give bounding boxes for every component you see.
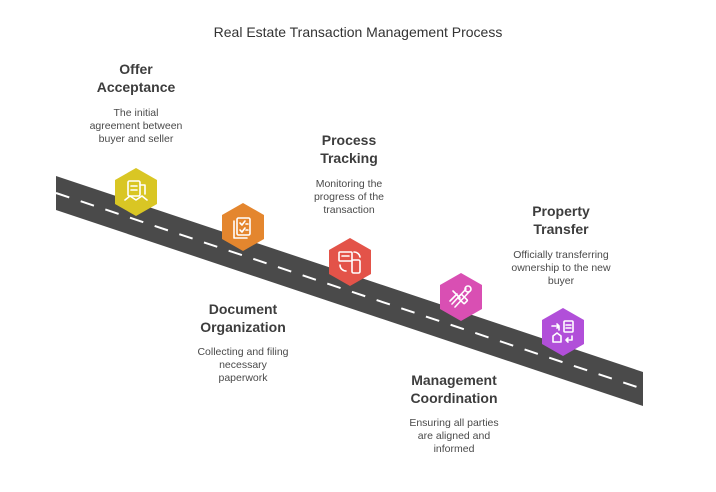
process-tracking-description: Monitoring the progress of the transacti… — [313, 178, 385, 216]
management-coordination-hexagon — [440, 273, 482, 321]
property-transfer-description: Officially transferring ownership to the… — [511, 249, 611, 287]
management-coordination-title: Management Coordination — [410, 372, 498, 406]
offer-acceptance-hexagon — [115, 168, 157, 216]
management-coordination-description: Ensuring all parties are aligned and inf… — [409, 417, 499, 455]
property-transfer-node[interactable] — [542, 308, 584, 356]
diagram-title: Real Estate Transaction Management Proce… — [213, 24, 503, 40]
tools-icon — [449, 285, 472, 308]
process-tracking-node[interactable] — [329, 238, 371, 286]
device-sync-icon — [338, 251, 361, 274]
process-tracking-title: Process Tracking — [320, 132, 378, 166]
document-organization-description: Collecting and filing necessary paperwor… — [197, 346, 289, 384]
road — [56, 176, 643, 406]
offer-acceptance-title: Offer Acceptance — [96, 61, 176, 95]
property-transfer-title: Property Transfer — [532, 203, 590, 237]
management-coordination-node[interactable] — [440, 273, 482, 321]
checklist-icon — [233, 217, 251, 239]
document-organization-hexagon — [222, 203, 264, 251]
house-transfer-icon — [551, 320, 574, 343]
document-organization-title: Document Organization — [200, 301, 286, 335]
offer-acceptance-description: The initial agreement between buyer and … — [89, 107, 183, 145]
document-organization-node[interactable] — [222, 203, 264, 251]
property-transfer-hexagon — [542, 308, 584, 356]
process-tracking-hexagon — [329, 238, 371, 286]
offer-acceptance-node[interactable] — [115, 168, 157, 216]
document-handshake-icon — [124, 180, 148, 201]
